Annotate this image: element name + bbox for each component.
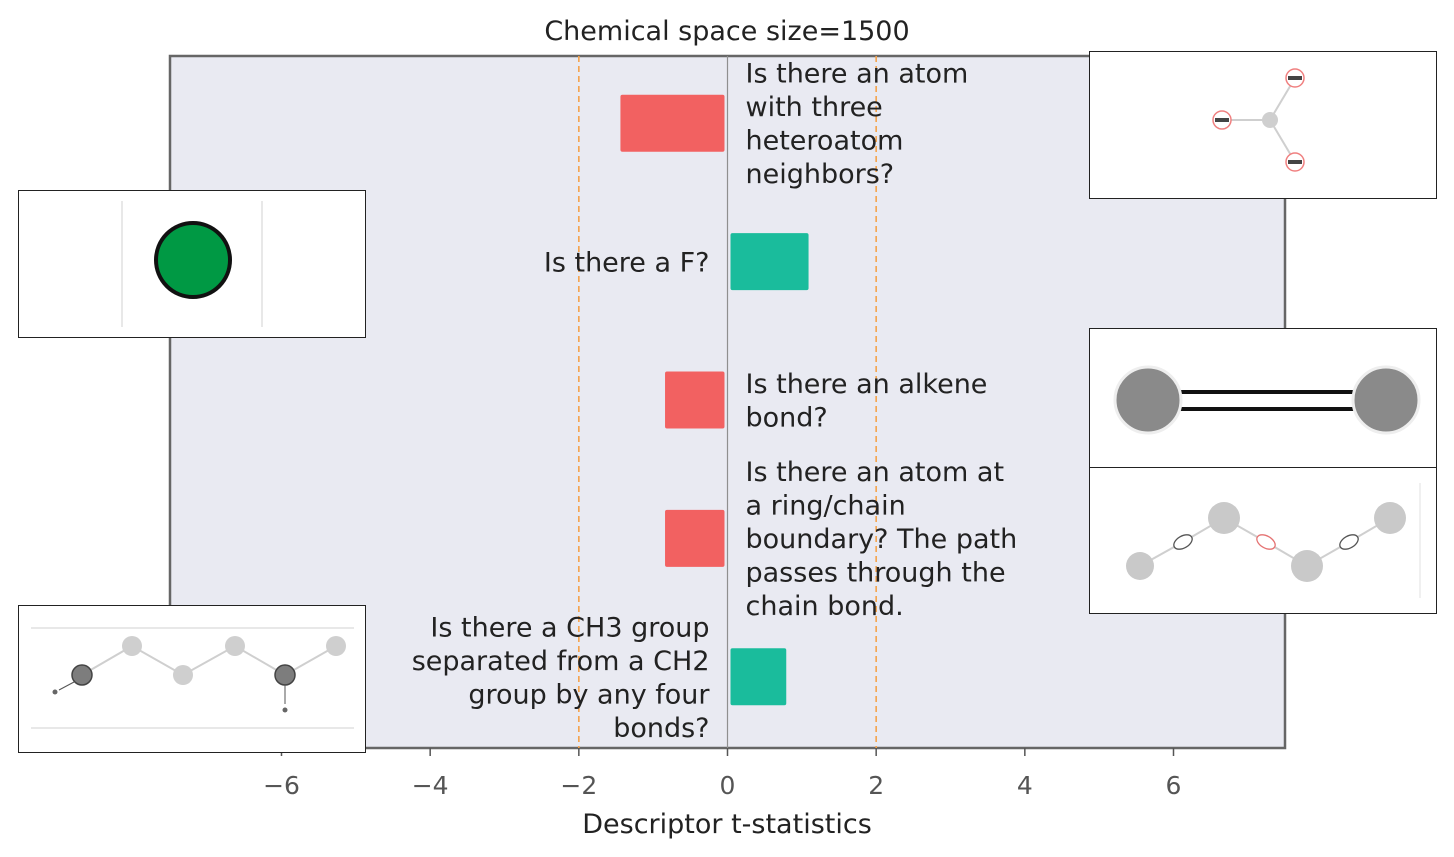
- alkene-bond-icon: [1113, 365, 1421, 435]
- ring-chain-molecule-icon: [1126, 483, 1421, 598]
- bar-label-4-line-3: bonds?: [613, 713, 709, 744]
- fluorine-atom-icon: [121, 201, 263, 327]
- bar-label-4-line-0: Is there a CH3 group: [430, 612, 709, 643]
- bar-label-2-line-0: Is there an alkene: [746, 369, 988, 400]
- bar-label-1-line-0: Is there a F?: [544, 247, 710, 278]
- x-tick-label-2: −2: [560, 771, 597, 800]
- x-tick-label-6: 6: [1166, 771, 1182, 800]
- chart-title: Chemical space size=1500: [544, 16, 909, 47]
- molecule-inset-heteroatom: [1089, 51, 1437, 199]
- x-axis-label: Descriptor t-statistics: [582, 809, 872, 840]
- x-tick-label-3: 0: [720, 771, 736, 800]
- bar-label-3-line-3: passes through the: [746, 558, 1006, 589]
- bar-label-0-line-3: neighbors?: [746, 159, 895, 190]
- molecule-inset-ring-chain: [1089, 467, 1437, 614]
- bar-label-0-line-2: heteroatom: [746, 126, 904, 157]
- x-tick-label-5: 4: [1017, 771, 1033, 800]
- bar-4: [730, 648, 787, 706]
- bar-0: [620, 94, 725, 152]
- x-tick-label-1: −4: [412, 771, 449, 800]
- bar-label-0-line-0: Is there an atom: [746, 59, 969, 90]
- x-tick-label-4: 2: [868, 771, 884, 800]
- bar-1: [730, 233, 809, 291]
- bar-label-3-line-0: Is there an atom at: [746, 457, 1005, 488]
- molecule-inset-alkene: [1089, 328, 1437, 469]
- bar-label-3-line-4: chain bond.: [746, 591, 904, 622]
- x-tick-label-0: −6: [263, 771, 300, 800]
- bar-label-2-line-1: bond?: [746, 402, 828, 433]
- bar-3: [665, 509, 725, 567]
- ch3-ch2-chain-icon: [31, 627, 354, 729]
- molecule-inset-ch3-ch2: [18, 605, 366, 753]
- bar-label-4-line-1: separated from a CH2: [412, 646, 710, 677]
- heteroatom-molecule-icon: [1212, 68, 1305, 172]
- bar-label-4-line-2: group by any four: [468, 679, 710, 710]
- molecule-inset-fluorine: [18, 190, 366, 338]
- bar-2: [665, 371, 725, 429]
- bar-label-3-line-1: a ring/chain: [746, 491, 906, 522]
- bar-label-3-line-2: boundary? The path: [746, 524, 1018, 555]
- bar-label-0-line-1: with three: [746, 92, 883, 123]
